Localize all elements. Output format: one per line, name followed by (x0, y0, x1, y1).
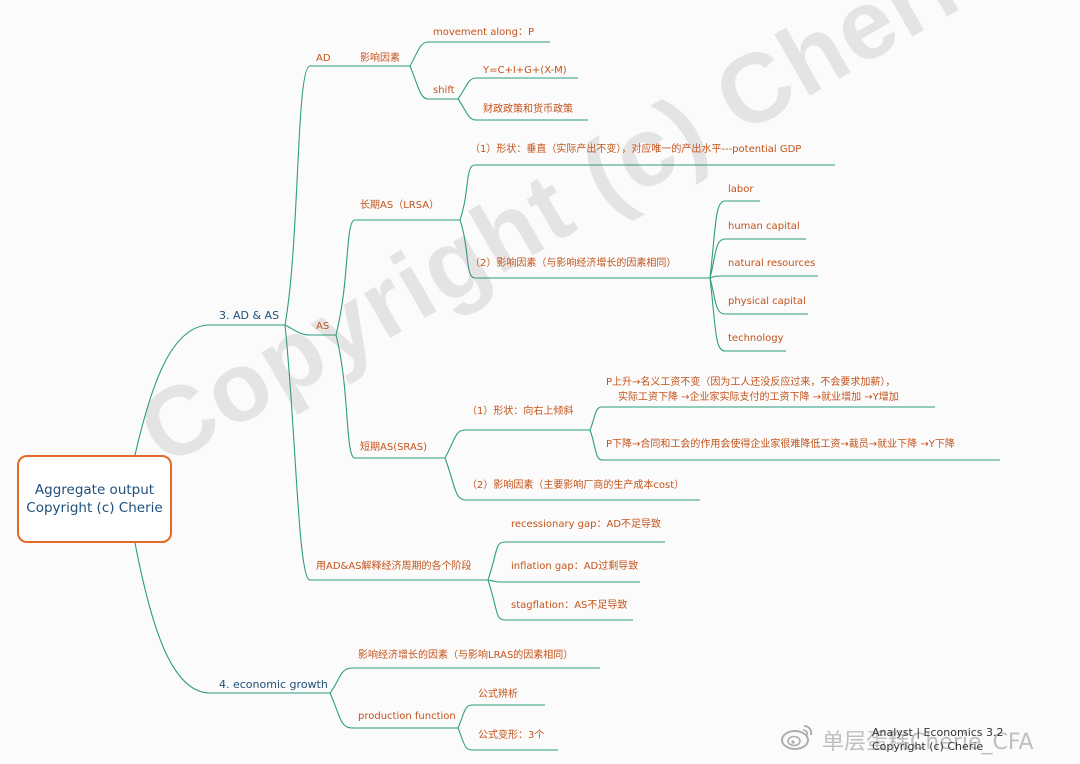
node-business-cycle[interactable]: 用AD&AS解释经济周期的各个阶段 (316, 561, 472, 572)
root-copyright: Copyright (c) Cherie (26, 500, 163, 516)
node-sras-factors[interactable]: （2）影响因素（主要影响厂商的生产成本cost） (467, 480, 685, 491)
node-section-3[interactable]: 3. AD & AS (219, 309, 280, 322)
node-section-4[interactable]: 4. economic growth (219, 678, 328, 691)
node-shift-item-2[interactable]: 财政政策和货币政策 (483, 104, 573, 115)
node-factor-human-capital[interactable]: human capital (728, 221, 800, 232)
node-factor-labor[interactable]: labor (728, 184, 754, 195)
node-formula-variants[interactable]: 公式变形：3个 (478, 730, 545, 741)
root-title: Aggregate output (34, 482, 155, 498)
node-stagflation[interactable]: stagflation：AS不足导致 (511, 600, 628, 611)
node-ad-factors[interactable]: 影响因素 (360, 53, 400, 64)
node-ad-shift[interactable]: shift (433, 85, 455, 96)
node-factor-natural-resources[interactable]: natural resources (728, 258, 816, 269)
node-sras-shape[interactable]: （1）形状：向右上倾斜 (467, 406, 574, 417)
node-lras-factors[interactable]: （2）影响因素（与影响经济增长的因素相同） (470, 258, 677, 269)
weibo-logo-icon (781, 725, 813, 750)
node-lras[interactable]: 长期AS（LRSA） (360, 200, 440, 211)
node-inflation-gap[interactable]: inflation gap：AD过剩导致 (511, 561, 639, 572)
node-growth-factors[interactable]: 影响经济增长的因素（与影响LRAS的因素相同） (358, 650, 574, 661)
node-sras-price-down[interactable]: P下降→合同和工会的作用会使得企业家很难降低工资→裁员→就业下降 →Y下降 (606, 439, 955, 450)
node-factor-technology[interactable]: technology (728, 333, 784, 344)
root-node[interactable]: Aggregate output Copyright (c) Cherie (17, 455, 172, 543)
node-factor-physical-capital[interactable]: physical capital (728, 296, 806, 307)
node-as[interactable]: AS (316, 321, 330, 332)
node-lras-shape[interactable]: （1）形状：垂直（实际产出不变），对应唯一的产出水平---potential G… (470, 144, 802, 155)
node-ad-movement[interactable]: movement along：P (433, 27, 535, 38)
node-recessionary-gap[interactable]: recessionary gap：AD不足导致 (511, 519, 662, 530)
node-sras-price-up-line2: 实际工资下降 →企业家实际支付的工资下降 →就业增加 →Y增加 (618, 392, 899, 403)
node-sras[interactable]: 短期AS(SRAS) (360, 442, 428, 453)
node-ad[interactable]: AD (316, 53, 331, 64)
footer-analyst: Analyst | Economics 3.2 (872, 726, 1004, 739)
weibo-handle: 单层蛋糕Cherie_CFA (822, 730, 1034, 755)
node-formula-analysis[interactable]: 公式辨析 (478, 689, 518, 700)
node-production-function[interactable]: production function (358, 711, 456, 722)
footer-copyright: Copyright (c) Cherie (872, 740, 984, 753)
node-shift-item-1[interactable]: Y=C+I+G+(X-M) (483, 65, 567, 76)
node-sras-price-up-line1[interactable]: P上升→名义工资不变（因为工人还没反应过来，不会要求加薪）， (606, 377, 896, 388)
